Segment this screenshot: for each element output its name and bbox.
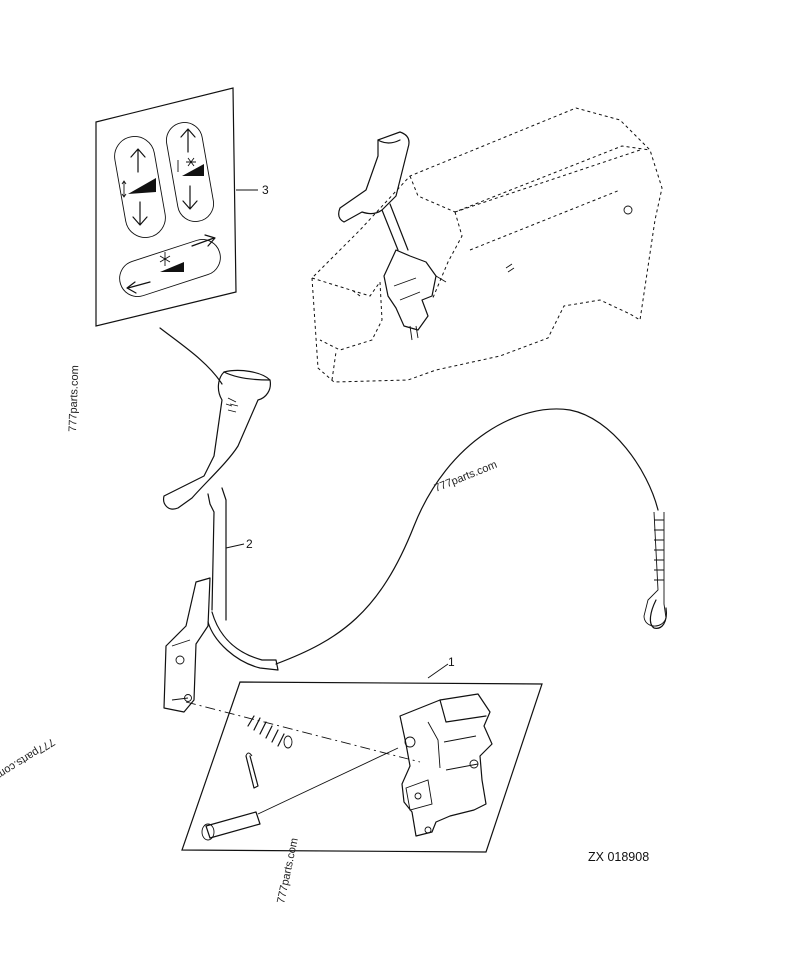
console-housing [311,107,663,383]
valve-kit-panel: 1 [181,655,543,853]
bucket-icon [121,178,156,198]
arrow-down-icon [182,185,198,210]
callout-2: 2 [246,537,253,551]
watermark: 777parts.com [0,735,57,780]
float-icon [159,252,184,272]
arrow-left-icon [126,281,151,294]
float-icon [177,157,204,176]
callout-3: 3 [262,183,269,197]
pin [201,752,261,841]
callout-1: 1 [448,655,455,669]
watermark: 777parts.com [67,365,81,432]
spring [247,715,293,749]
control-lever: 2 [163,369,279,713]
valve-block [399,693,493,837]
arrow-down-icon [132,201,148,226]
decal-panel: 3 [95,87,269,385]
arrow-up-icon [180,128,196,153]
control-cable [275,408,667,665]
figure-code: ZX 018908 [588,850,649,864]
arrow-up-icon [130,148,146,173]
watermark: 777parts.com [433,459,499,495]
arrow-right-icon [191,234,216,247]
